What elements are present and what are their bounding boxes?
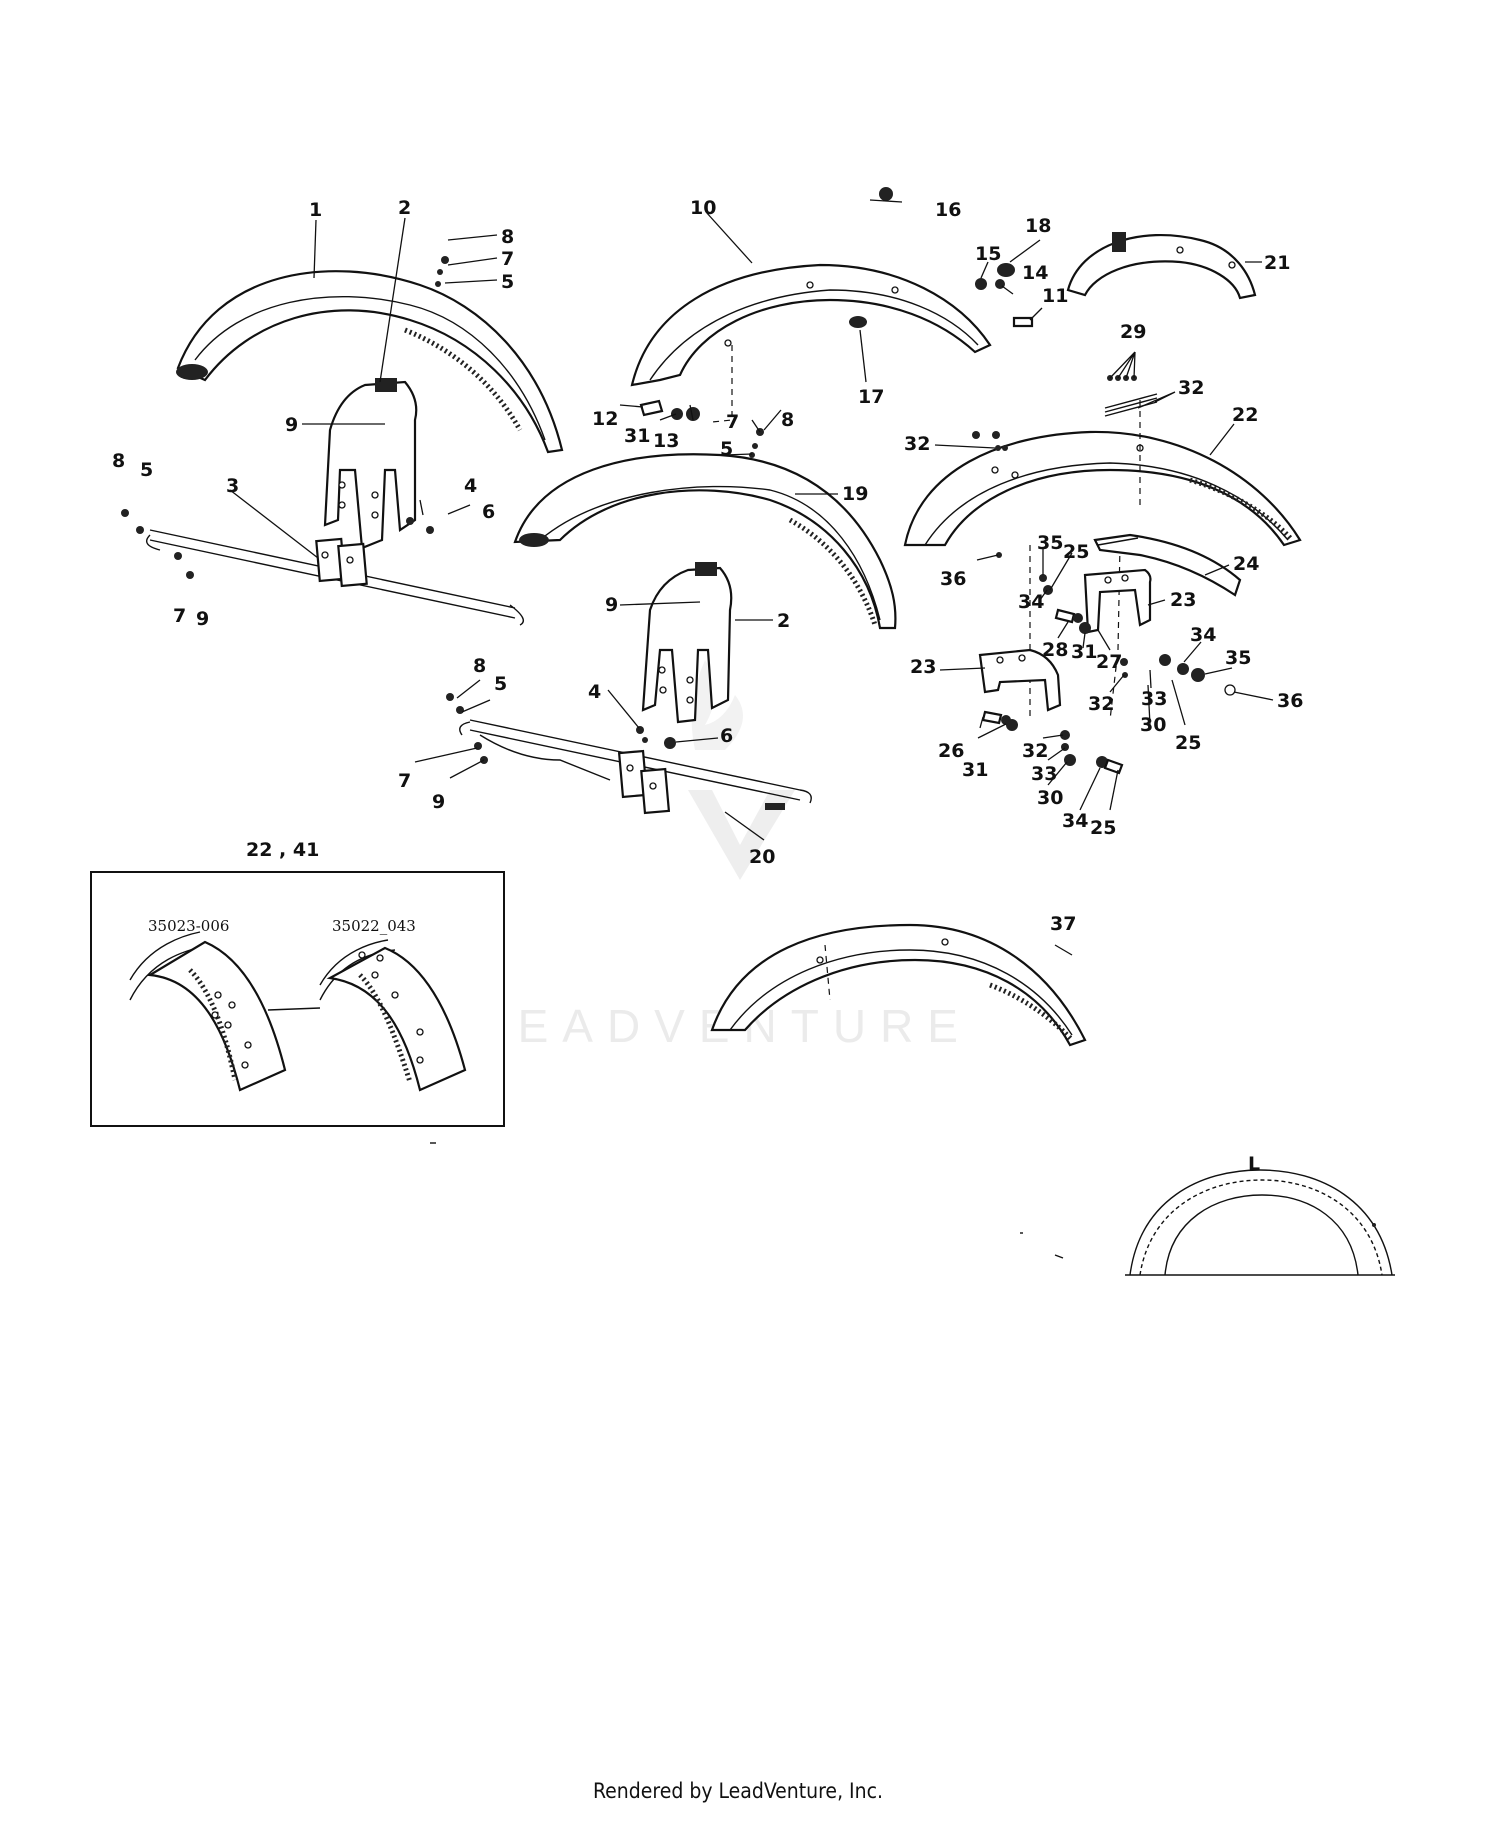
fender-part-21	[1066, 232, 1257, 300]
callout-35: 35	[1225, 647, 1251, 669]
bracket-rod-part-3	[146, 529, 524, 626]
callout-36: 36	[940, 568, 966, 590]
callout-29: 29	[1120, 321, 1146, 343]
bracket-rod-part-20	[459, 719, 812, 815]
callout-9: 9	[605, 594, 618, 616]
callout-5: 5	[140, 459, 153, 481]
callout-15: 15	[975, 243, 1001, 265]
callout-32: 32	[1088, 693, 1114, 715]
fork-mount-part-2-upper	[323, 378, 418, 550]
callout-7: 7	[398, 770, 411, 792]
callout-1: 1	[309, 199, 322, 221]
callout-6: 6	[720, 725, 733, 747]
callout-13: 13	[653, 430, 679, 452]
callout-24: 24	[1233, 553, 1259, 575]
dimension-label: L	[1248, 1153, 1260, 1175]
callout-7: 7	[726, 411, 739, 433]
callout-31: 31	[1071, 641, 1097, 663]
fender-part-1	[176, 270, 564, 454]
callout-12: 12	[592, 408, 618, 430]
callout-3: 3	[226, 475, 239, 497]
fender-part-22	[903, 430, 1302, 547]
leader-lines	[229, 199, 1274, 956]
callout-34: 34	[1018, 591, 1044, 613]
callout-25: 25	[1175, 732, 1201, 754]
callout-34: 34	[1062, 810, 1088, 832]
inset-left-part-number: 35023-006	[148, 917, 229, 935]
callout-20: 20	[749, 846, 775, 868]
fender-part-10	[630, 263, 992, 387]
callout-28: 28	[1042, 639, 1068, 661]
callout-10: 10	[690, 197, 716, 219]
callout-16: 16	[935, 199, 961, 221]
callout-2: 2	[398, 197, 411, 219]
inset-right-part-number: 35022_043	[332, 917, 416, 935]
callout-9: 9	[196, 608, 209, 630]
callout-17: 17	[858, 386, 884, 408]
fender-part-19	[513, 453, 897, 630]
callout-4: 4	[588, 681, 601, 703]
callout-19: 19	[842, 483, 868, 505]
callout-8: 8	[473, 655, 486, 677]
callout-9: 9	[432, 791, 445, 813]
callout-23: 23	[910, 656, 936, 678]
callout-25: 25	[1090, 817, 1116, 839]
callout-5: 5	[501, 271, 514, 293]
callout-4: 4	[464, 475, 477, 497]
watermark: LEADVENTURE	[478, 660, 958, 1052]
callout-30: 30	[1037, 787, 1063, 809]
callout-37: 37	[1050, 913, 1076, 935]
support-part-24	[1093, 533, 1242, 597]
callout-22: 22	[1232, 404, 1258, 426]
callout-32: 32	[1022, 740, 1048, 762]
callout-labels: 1 2 8 7 5 9 8 5 3 4 6 7 9 10 16 18 15 14…	[112, 197, 1303, 935]
callout-6: 6	[482, 501, 495, 523]
callout-14: 14	[1022, 262, 1048, 284]
callout-23: 23	[1170, 589, 1196, 611]
callout-26: 26	[938, 740, 964, 762]
callout-5: 5	[494, 673, 507, 695]
inset-header: 22 , 41	[246, 839, 319, 861]
footer-credit: Rendered by LeadVenture, Inc.	[593, 1779, 883, 1803]
callout-5: 5	[720, 438, 733, 460]
dimension-fender-sketch: L	[1125, 1153, 1395, 1276]
callout-25: 25	[1063, 541, 1089, 563]
callout-36: 36	[1277, 690, 1303, 712]
callout-9: 9	[285, 414, 298, 436]
callout-18: 18	[1025, 215, 1051, 237]
callout-31: 31	[962, 759, 988, 781]
callout-33: 33	[1031, 763, 1057, 785]
callout-32: 32	[904, 433, 930, 455]
callout-34: 34	[1190, 624, 1216, 646]
callout-2: 2	[777, 610, 790, 632]
bracket-part-23-upper	[1083, 568, 1152, 634]
callout-30: 30	[1140, 714, 1166, 736]
bracket-part-23-lower	[978, 648, 1062, 712]
callout-35: 35	[1037, 532, 1063, 554]
callout-32: 32	[1178, 377, 1204, 399]
inset-box: 22 , 41 35023-006 35022_043	[90, 839, 505, 1127]
callout-7: 7	[501, 248, 514, 270]
callout-8: 8	[781, 409, 794, 431]
callout-21: 21	[1264, 252, 1290, 274]
fork-mount-part-2-lower	[641, 562, 733, 724]
callout-11: 11	[1042, 285, 1068, 307]
callout-8: 8	[112, 450, 125, 472]
fender-part-37	[710, 923, 1087, 1047]
callout-7: 7	[173, 605, 186, 627]
callout-27: 27	[1096, 651, 1122, 673]
callout-31: 31	[624, 425, 650, 447]
callout-33: 33	[1141, 688, 1167, 710]
callout-8: 8	[501, 226, 514, 248]
